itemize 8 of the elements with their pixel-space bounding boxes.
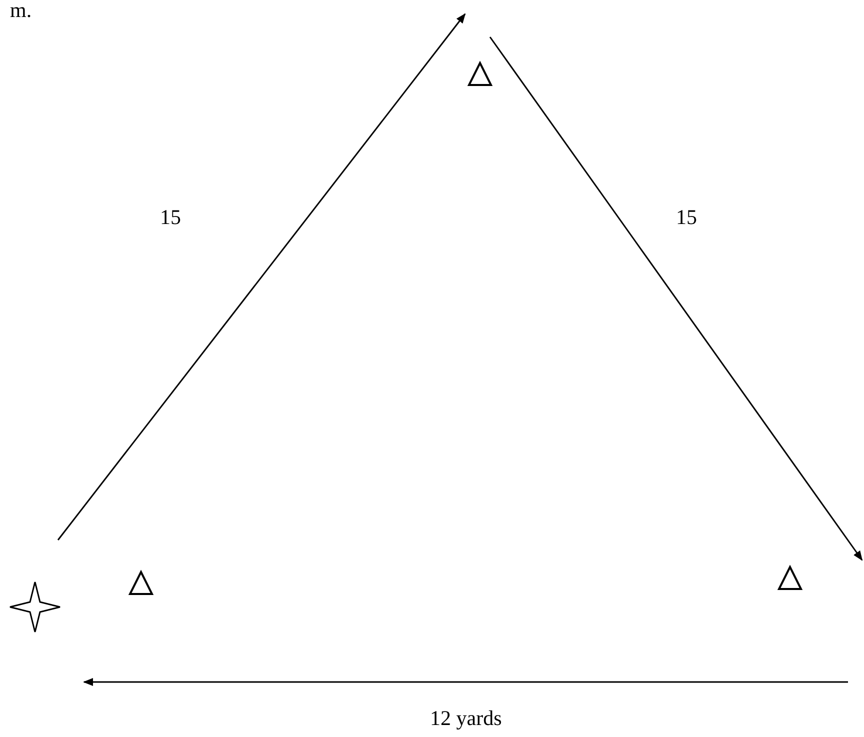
cone-marker — [129, 571, 153, 595]
cone-marker — [468, 62, 492, 86]
distance-label: 12 yards — [430, 708, 502, 729]
distance-label: 15 — [676, 207, 697, 228]
note-text: m. — [10, 0, 32, 21]
star-marker — [10, 582, 60, 632]
distance-label: 15 — [160, 207, 181, 228]
cone-marker — [778, 566, 802, 590]
